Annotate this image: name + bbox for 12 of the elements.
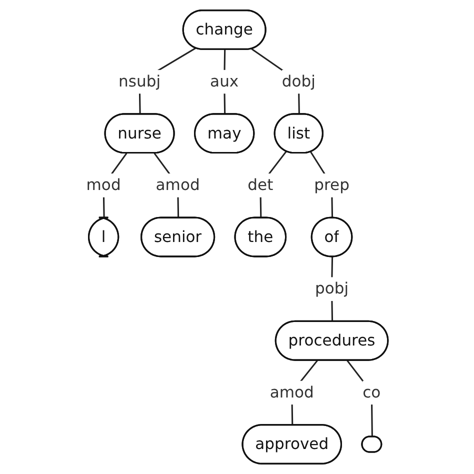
edge-label: aux — [210, 72, 239, 91]
edge-label: prep — [314, 176, 350, 194]
edge-label: mod — [86, 176, 121, 194]
edge-label: dobj — [282, 72, 316, 91]
edge-label: co — [362, 382, 381, 402]
edge-label: nsubj — [118, 72, 160, 91]
connector — [346, 360, 373, 438]
dependency-tree: nsubj aux dobj mod amod det prep pobj amod co change nurse may list l senior the of procedures approved — [78, 2, 396, 472]
edge-label: amod — [156, 176, 200, 194]
edge-label: det — [248, 176, 274, 194]
edge-label: amod — [270, 382, 314, 402]
edge-label: pobj — [314, 279, 348, 298]
